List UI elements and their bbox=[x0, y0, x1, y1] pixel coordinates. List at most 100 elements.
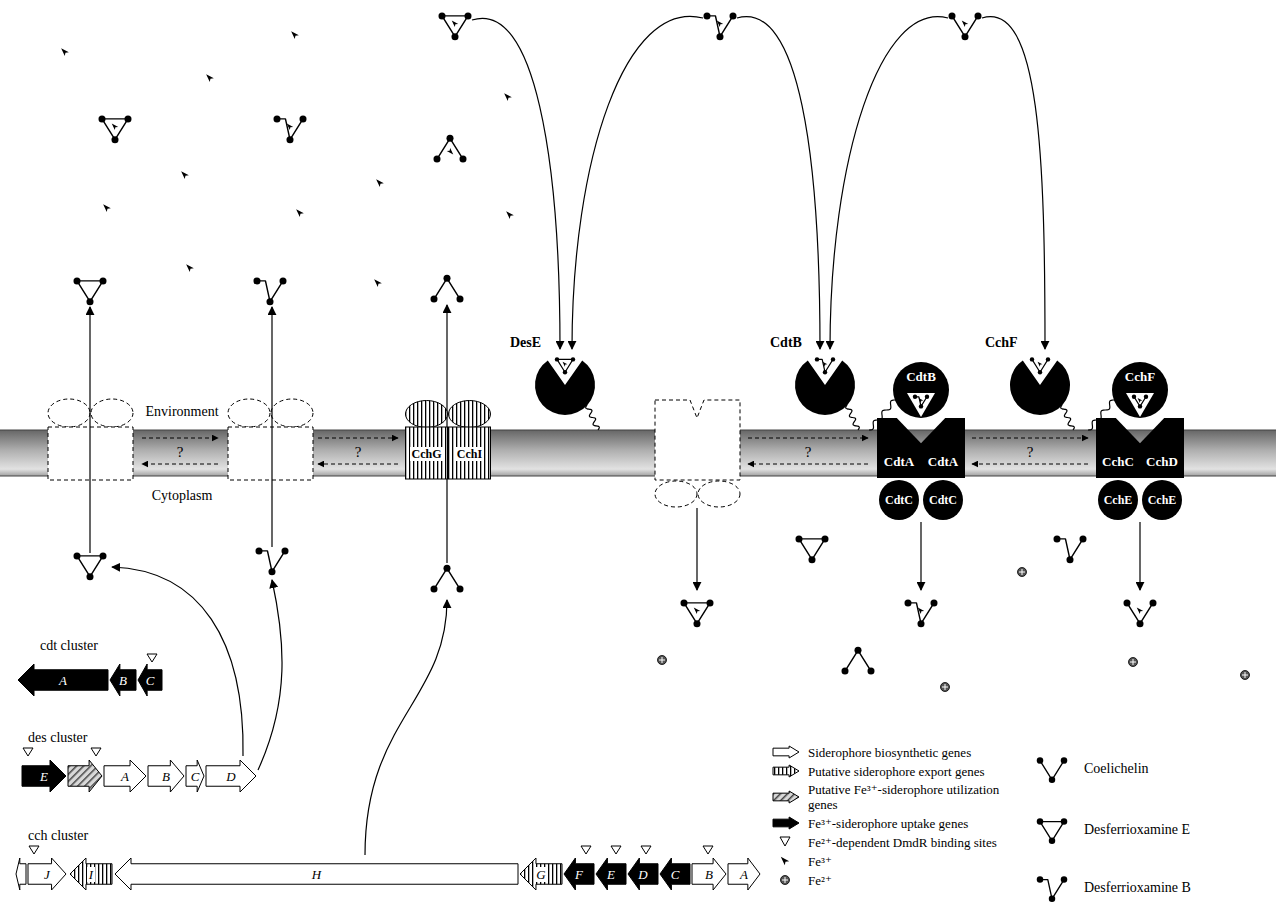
dmdr-site bbox=[611, 846, 621, 854]
chelator-dot bbox=[729, 12, 736, 19]
legend-text: Desferrioxamine B bbox=[1084, 880, 1191, 896]
legend-sample bbox=[770, 815, 802, 831]
permease-subunit: CchC bbox=[1096, 418, 1140, 478]
protein-name: CchG bbox=[410, 447, 444, 461]
ferric-iron bbox=[447, 148, 454, 155]
ferrous-iron bbox=[1129, 658, 1138, 667]
legend-row: Desferrioxamine E bbox=[1030, 813, 1190, 847]
ferric-iron bbox=[781, 857, 789, 866]
chelator-dot bbox=[299, 115, 306, 122]
ferric-iron bbox=[506, 211, 514, 219]
gene-arrow: A bbox=[728, 858, 760, 890]
dmdr-site bbox=[91, 748, 101, 756]
biosynthesis-arrow bbox=[258, 580, 282, 770]
gene-body bbox=[138, 664, 162, 696]
protein-name: CchD bbox=[1146, 454, 1178, 469]
chelator-dot bbox=[99, 277, 106, 284]
ferrous-iron bbox=[1241, 671, 1250, 680]
question-mark: ? bbox=[177, 444, 184, 461]
gene-sample bbox=[773, 817, 799, 829]
chelator-dot bbox=[1053, 535, 1060, 542]
iron-cross bbox=[1130, 659, 1136, 665]
gene-letter: A bbox=[121, 769, 129, 784]
permease-subunit: CdtA bbox=[877, 418, 921, 478]
ferric-iron bbox=[181, 171, 189, 179]
chelator-dot bbox=[464, 12, 471, 19]
iron-disc bbox=[1018, 568, 1027, 577]
chelator-dot bbox=[1030, 357, 1034, 361]
legend-text: Putative siderophore export genes bbox=[808, 764, 985, 779]
gene-letter: G bbox=[534, 867, 547, 882]
transporter-subunit: CdtC bbox=[879, 480, 919, 520]
gene-body bbox=[564, 858, 594, 890]
chelator-dot bbox=[1061, 757, 1067, 763]
binding-arrow bbox=[982, 17, 1045, 349]
protein-name: CchC bbox=[1102, 454, 1134, 469]
gene-arrow: I bbox=[70, 858, 112, 890]
ferric-iron bbox=[1138, 398, 1143, 403]
gene-body bbox=[728, 858, 760, 890]
gene-letter: C bbox=[191, 769, 200, 784]
gene-arrow: E bbox=[22, 760, 66, 792]
node-shape bbox=[448, 400, 491, 480]
gene-arrow: F bbox=[564, 858, 594, 890]
siderophore-molecule bbox=[1132, 395, 1148, 409]
siderophore-molecule bbox=[948, 12, 981, 40]
possible-exchange-arrow bbox=[748, 464, 868, 465]
siderophore-molecule bbox=[1037, 876, 1067, 902]
chelator-dot bbox=[680, 599, 687, 606]
siderophore-molecule bbox=[815, 357, 835, 374]
chelator-dot bbox=[555, 357, 559, 361]
gene-letter: I bbox=[87, 867, 95, 882]
siderophore-molecule bbox=[1037, 757, 1067, 783]
chelator-dot bbox=[925, 395, 929, 399]
iron-cross bbox=[1019, 569, 1025, 575]
siderophore-molecule bbox=[98, 115, 131, 143]
chelator-dot bbox=[841, 668, 848, 675]
possible-exchange-arrow bbox=[748, 438, 868, 439]
putative-exporter bbox=[228, 399, 313, 480]
chelator-dot bbox=[1066, 556, 1073, 563]
protein-name: CdtA bbox=[928, 454, 958, 469]
legend-column: Siderophore biosynthetic genesPutative s… bbox=[770, 744, 1008, 888]
transporter-subunit: CchE bbox=[1142, 480, 1182, 520]
gene-body bbox=[28, 858, 66, 890]
legend-sample bbox=[770, 853, 802, 869]
gene-letter: D bbox=[638, 867, 647, 882]
siderophore-molecule bbox=[73, 277, 106, 305]
gene-letter: J bbox=[44, 867, 50, 882]
chelator-dot bbox=[456, 296, 463, 303]
siderophore-molecule bbox=[841, 647, 874, 675]
gene-body bbox=[628, 858, 658, 890]
chelator-dot bbox=[1144, 395, 1148, 399]
chelator-dot bbox=[279, 277, 286, 284]
legend-sample bbox=[770, 789, 802, 805]
exporter-lobe bbox=[48, 399, 90, 427]
chelator-dot bbox=[571, 357, 575, 361]
dmdr-site bbox=[147, 654, 157, 662]
binding-arrow bbox=[572, 16, 703, 349]
lipid-tether bbox=[586, 405, 600, 430]
cell-membrane bbox=[0, 430, 1276, 476]
gene-body bbox=[148, 760, 184, 792]
chelator-dot bbox=[86, 573, 93, 580]
chelator-dot bbox=[266, 298, 273, 305]
chelator-dot bbox=[913, 395, 917, 399]
chelator-dot bbox=[867, 668, 874, 675]
legend-row: Putative siderophore export genes bbox=[770, 763, 1008, 779]
binding-lipoprotein: CchF bbox=[985, 335, 1080, 423]
compartment-label: Environment bbox=[145, 404, 218, 420]
chelator-dot bbox=[1061, 876, 1067, 882]
siderophore-molecule bbox=[1037, 818, 1067, 844]
ferric-iron bbox=[376, 179, 384, 187]
chelator-dot bbox=[1136, 620, 1143, 627]
gene-body bbox=[115, 858, 518, 890]
iron-cross bbox=[1242, 672, 1248, 678]
siderophore-molecule bbox=[1053, 535, 1086, 563]
chelator-dot bbox=[286, 136, 293, 143]
subunit-body bbox=[1096, 418, 1140, 478]
subunit-body bbox=[1142, 480, 1182, 520]
chelator-dot bbox=[98, 115, 105, 122]
ferric-iron bbox=[206, 74, 214, 82]
siderophore-molecule bbox=[255, 547, 288, 575]
